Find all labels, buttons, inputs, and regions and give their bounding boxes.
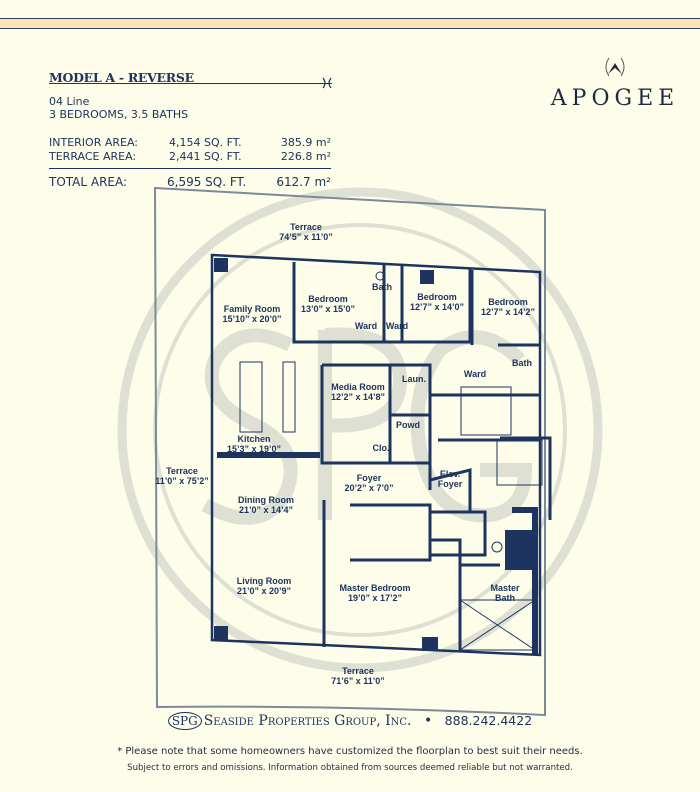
phone-number[interactable]: 888.242.4422 bbox=[444, 713, 533, 728]
divider bbox=[49, 168, 331, 169]
terrace-area-row: TERRACE AREA: 2,441 SQ. FT. 226.8 m² bbox=[49, 150, 339, 163]
apogee-logo: APOGEE bbox=[545, 52, 685, 111]
area-label: INTERIOR AREA: bbox=[49, 136, 138, 149]
customization-note: * Please note that some homeowners have … bbox=[117, 746, 583, 757]
area-sqft: 4,154 SQ. FT. bbox=[169, 136, 242, 149]
total-label: TOTAL AREA: bbox=[49, 175, 128, 189]
room-laundry: Laun. bbox=[402, 374, 426, 384]
model-title: MODEL A - REVERSE bbox=[49, 70, 194, 85]
bed-bath-label: 3 BEDROOMS, 3.5 BATHS bbox=[49, 108, 189, 121]
area-sqm: 226.8 m² bbox=[280, 150, 331, 163]
total-sqft: 6,595 SQ. FT. bbox=[167, 175, 247, 189]
fixtures bbox=[239, 271, 543, 651]
room-bath-1: Bath bbox=[372, 282, 392, 292]
interior-area-row: INTERIOR AREA: 4,154 SQ. FT. 385.9 m² bbox=[49, 136, 339, 149]
spg-logo: SPG bbox=[167, 712, 202, 730]
apogee-mark-icon bbox=[605, 57, 625, 77]
title-underline bbox=[49, 83, 332, 84]
total-sqm: 612.7 m² bbox=[276, 175, 331, 189]
terrace-outline bbox=[153, 186, 546, 717]
flourish-icon bbox=[322, 77, 332, 89]
area-label: TERRACE AREA: bbox=[49, 150, 137, 163]
disclaimer: Subject to errors and omissions. Informa… bbox=[127, 763, 573, 773]
room-ward-3: Ward bbox=[463, 369, 487, 379]
room-ward-1: Ward bbox=[354, 321, 378, 331]
columns bbox=[214, 258, 535, 651]
room-bath-2: Bath bbox=[512, 358, 532, 368]
room-closet: Clo. bbox=[372, 443, 390, 453]
line-label: 04 Line bbox=[49, 95, 90, 108]
room-elevator-foyer: Elev.Foyer bbox=[437, 469, 463, 489]
company-name: Seaside Properties Group, Inc. bbox=[203, 713, 412, 729]
logo-text: APOGEE bbox=[550, 86, 680, 111]
top-band bbox=[0, 18, 700, 29]
total-area-row: TOTAL AREA: 6,595 SQ. FT. 612.7 m² bbox=[49, 175, 339, 189]
separator-dot: • bbox=[423, 713, 433, 729]
room-ward-2: Ward bbox=[385, 321, 409, 331]
area-sqm: 385.9 m² bbox=[280, 136, 331, 149]
area-sqft: 2,441 SQ. FT. bbox=[169, 150, 242, 163]
room-powder: Powd bbox=[396, 420, 420, 430]
